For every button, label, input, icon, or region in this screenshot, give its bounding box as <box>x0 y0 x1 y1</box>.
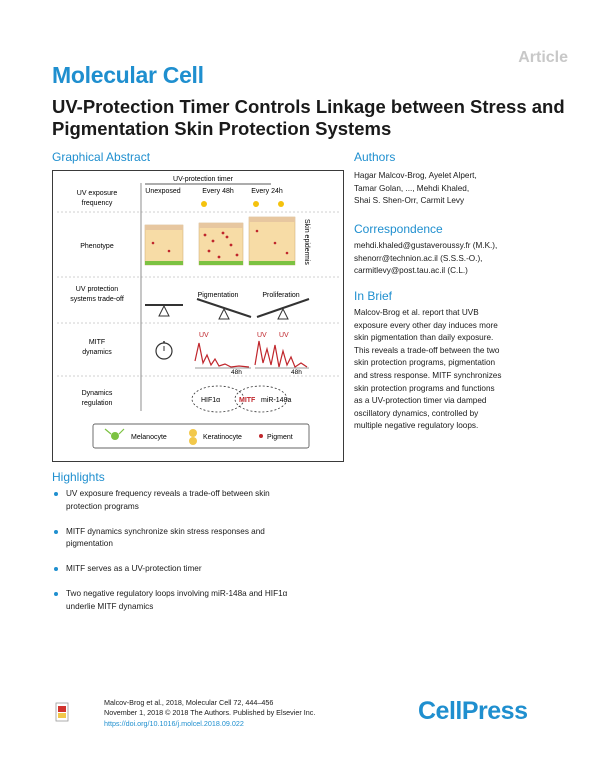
in-brief-line: as a UV-protection timer via damped <box>354 396 487 406</box>
article-title: UV-Protection Timer Controls Linkage bet… <box>52 96 565 139</box>
row-tradeoff-1: UV protection <box>76 286 119 293</box>
in-brief-text: Malcov-Brog et al. report that UVB expos… <box>354 307 554 433</box>
col-every-48h: Every 48h <box>202 188 234 195</box>
citation-block: Malcov-Brog et al., 2018, Molecular Cell… <box>104 698 315 729</box>
seesaw-tilt-left-icon <box>196 298 252 320</box>
uv-mark: UV <box>199 332 209 339</box>
skin-epidermis-label: Skin epidermis <box>303 219 310 265</box>
authors-line: Tamar Golan, ..., Mehdi Khaled, <box>354 183 470 193</box>
highlights-list: UV exposure frequency reveals a trade-of… <box>52 488 352 626</box>
authors-line: Hagar Malcov-Brog, Ayelet Alpert, <box>354 171 477 180</box>
uv-mark: UV <box>257 332 267 339</box>
correspondence-heading: Correspondence <box>354 222 443 236</box>
row-uv-freq-2: frequency <box>82 200 113 207</box>
in-brief-line: Malcov-Brog et al. report that UVB <box>354 308 479 317</box>
highlight-item: MITF serves as a UV-protection timer <box>52 563 352 576</box>
in-brief-line: skin protection programs and functions <box>354 383 495 393</box>
row-mitf-1: MITF <box>89 339 105 346</box>
article-type-label: Article <box>518 49 568 66</box>
uv-mark: UV <box>279 332 289 339</box>
in-brief-line: This reveals a trade-off between the two <box>354 345 500 355</box>
graphical-abstract-figure: UV-protection timer Unexposed Every 48h … <box>52 170 344 462</box>
bullet-icon <box>54 492 58 496</box>
doi-link[interactable]: https://doi.org/10.1016/j.molcel.2018.09… <box>104 718 244 728</box>
skin-24h-icon <box>248 216 296 266</box>
row-dynamics-1: Dynamics <box>82 390 113 397</box>
highlight-item: Two negative regulatory loops involving … <box>52 588 352 613</box>
highlight-item: MITF dynamics synchronize skin stress re… <box>52 526 352 551</box>
row-mitf-2: dynamics <box>82 349 112 356</box>
time-48h-label-b: 48h <box>291 369 302 376</box>
in-brief-line: oscillatory dynamics, controlled by <box>354 408 479 418</box>
legend-keratinocyte: Keratinocyte <box>203 434 242 441</box>
time-48h-label: 48h <box>231 369 242 376</box>
legend-box <box>92 423 310 449</box>
row-tradeoff-2: systems trade-off <box>70 296 124 303</box>
col-every-24h: Every 24h <box>251 188 283 195</box>
highlight-item: UV exposure frequency reveals a trade-of… <box>52 488 352 513</box>
in-brief-heading: In Brief <box>354 289 393 303</box>
in-brief-line: skin protection programs, pigmentation <box>354 358 496 368</box>
graphical-abstract-svg: UV-protection timer Unexposed Every 48h … <box>57 176 339 449</box>
sun-icon <box>278 201 284 207</box>
correspondence-block: mehdi.khaled@gustaveroussy.fr (M.K.), sh… <box>354 240 554 278</box>
stopwatch-icon <box>155 341 173 360</box>
tradeoff-proliferation: Proliferation <box>262 292 299 299</box>
cellpress-logo: CellPress <box>418 697 528 725</box>
timer-label: UV-protection timer <box>173 176 234 183</box>
citation-line: Malcov-Brog et al., 2018, Molecular Cell… <box>104 698 274 707</box>
reg-mir148a: miR-148a <box>261 397 291 404</box>
in-brief-line: and stress response. MITF synchronizes <box>354 370 502 380</box>
bullet-icon <box>54 592 58 597</box>
correspondence-email[interactable]: carmitlevy@post.tau.ac.il (C.L.) <box>354 266 468 276</box>
in-brief-line: skin pigmentation than daily exposure. <box>354 333 494 343</box>
copyright-line: November 1, 2018 © 2018 The Authors. Pub… <box>104 708 316 718</box>
reg-mitf: MITF <box>239 397 256 404</box>
keratinocyte-icon <box>189 429 197 445</box>
row-dynamics-2: regulation <box>82 400 113 407</box>
regulation-loop-icon <box>191 385 288 413</box>
highlights-heading: Highlights <box>52 470 105 484</box>
skin-unexposed-icon <box>144 224 184 266</box>
col-unexposed: Unexposed <box>145 188 181 195</box>
authors-line: Shai S. Shen-Orr, Carmit Levy <box>354 196 465 206</box>
reg-hif1a: HIF1α <box>201 397 220 404</box>
journal-name: Molecular Cell <box>52 62 204 88</box>
row-uv-freq-1: UV exposure <box>77 190 118 197</box>
in-brief-line: multiple negative regulatory loops. <box>354 421 479 431</box>
mitf-48h-oscillation <box>194 342 250 368</box>
seesaw-balanced-icon <box>145 304 183 317</box>
authors-heading: Authors <box>354 150 396 164</box>
melanocyte-icon <box>104 428 125 440</box>
row-phenotype: Phenotype <box>80 243 114 250</box>
seesaw-tilt-right-icon <box>256 298 310 320</box>
tradeoff-pigmentation: Pigmentation <box>198 292 239 299</box>
authors-block: Hagar Malcov-Brog, Ayelet Alpert, Tamar … <box>354 170 554 208</box>
bullet-icon <box>54 567 58 572</box>
mitf-24h-oscillation <box>254 340 308 368</box>
correspondence-email[interactable]: mehdi.khaled@gustaveroussy.fr (M.K.), <box>354 241 498 250</box>
legend-melanocyte: Melanocyte <box>131 434 167 441</box>
sun-icon <box>253 201 259 207</box>
sun-icon <box>201 201 207 207</box>
skin-48h-icon <box>198 222 244 266</box>
crossmark-icon[interactable] <box>55 702 69 722</box>
in-brief-line: exposure every other day induces more <box>354 320 498 330</box>
bullet-icon <box>54 529 58 534</box>
legend-pigment: Pigment <box>267 434 293 441</box>
correspondence-email[interactable]: shenorr@technion.ac.il (S.S.S.-O.), <box>354 253 483 263</box>
graphical-abstract-heading: Graphical Abstract <box>52 150 151 164</box>
pigment-icon <box>259 434 263 438</box>
